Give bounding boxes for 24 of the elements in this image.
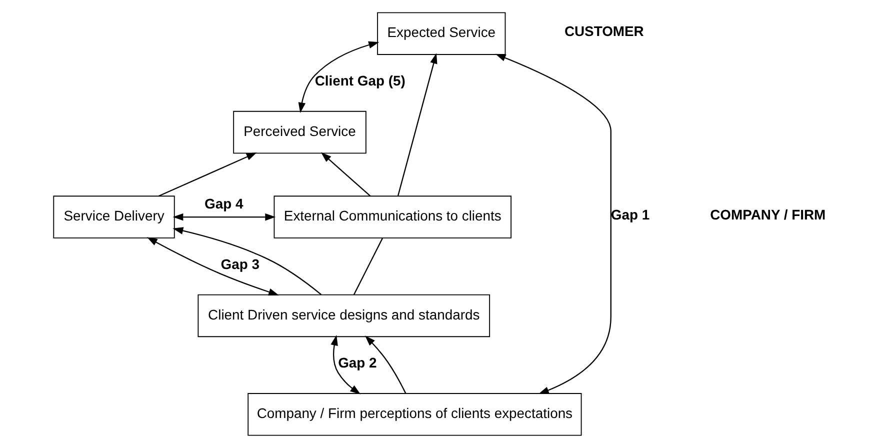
arrow bbox=[495, 54, 612, 394]
edge-label: Gap 3 bbox=[220, 256, 260, 272]
node-box: Client Driven service designs and standards bbox=[198, 294, 490, 338]
label: COMPANY / FIRM bbox=[710, 206, 826, 222]
edge-label: Gap 2 bbox=[338, 354, 377, 370]
node-box: External Communications to clients bbox=[274, 196, 512, 238]
arrow bbox=[298, 41, 380, 114]
arrow bbox=[330, 335, 361, 394]
label: CUSTOMER bbox=[564, 23, 644, 40]
node-box: Perceived Service bbox=[233, 110, 366, 154]
edge-label: Gap 4 bbox=[204, 195, 244, 212]
arrow bbox=[320, 152, 371, 197]
node-box: Company / Firm perceptions of clients expectations bbox=[248, 393, 582, 436]
node-box: Expected Service bbox=[377, 12, 506, 55]
arrow bbox=[364, 336, 406, 394]
connector bbox=[353, 238, 384, 295]
arrow bbox=[398, 53, 438, 196]
edge-label: Gap 1 bbox=[610, 206, 650, 222]
edge-label: Client Gap (5) bbox=[314, 72, 406, 88]
arrow bbox=[172, 213, 276, 221]
arrow bbox=[172, 227, 322, 296]
arrow bbox=[158, 152, 257, 197]
arrow bbox=[146, 237, 280, 296]
node-box: Service Delivery bbox=[53, 196, 175, 238]
